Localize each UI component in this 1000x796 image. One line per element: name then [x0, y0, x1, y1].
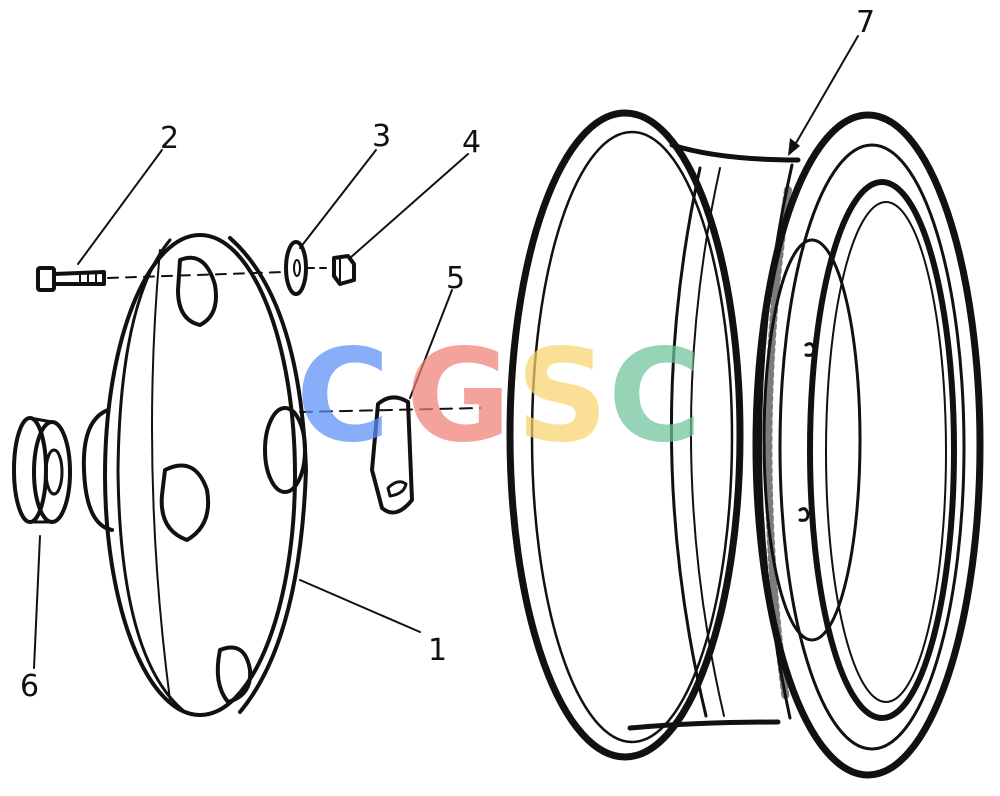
- rim-bore-inner: [825, 201, 947, 703]
- plate-face: [228, 236, 308, 714]
- leader-7: [791, 35, 859, 151]
- plate-rim-outer: [103, 233, 297, 717]
- bolt-axis: [107, 271, 286, 279]
- wheel-centre-plate: [81, 233, 308, 717]
- callout-5: 5: [446, 261, 465, 296]
- rim-well-line-b: [690, 167, 725, 717]
- bushing-front: [32, 420, 72, 524]
- rim-inner-flange: [506, 109, 744, 761]
- callout-2: 2: [160, 121, 179, 156]
- nut: [332, 254, 356, 286]
- bolt-head: [36, 266, 56, 292]
- leader-6: [33, 535, 41, 669]
- clamp-body: [370, 395, 414, 515]
- rim-outer-flange: [752, 111, 984, 779]
- plate-lug-middle: [159, 463, 210, 542]
- watermark-letter-4: C: [608, 322, 702, 471]
- rim-well-line-a: [669, 166, 708, 718]
- leader-5: [409, 289, 453, 399]
- rim-bore: [807, 179, 957, 721]
- leader-3: [299, 149, 377, 249]
- leader-1: [299, 579, 421, 633]
- rim-hatch: [764, 186, 792, 704]
- nut-body: [332, 254, 356, 286]
- rim-inner-flange-edge: [530, 130, 734, 744]
- plate-hub-boss: [81, 408, 114, 532]
- bushing: [12, 416, 72, 524]
- leader-2: [77, 149, 163, 265]
- callout-4: 4: [462, 125, 481, 160]
- callout-7: 7: [856, 5, 875, 40]
- leader-4: [349, 153, 469, 259]
- bolt-thread: [79, 271, 97, 285]
- clamp: [299, 395, 481, 515]
- leader-7-arrowhead: [788, 138, 800, 156]
- bolt: [36, 266, 286, 292]
- callout-1: 1: [428, 633, 447, 668]
- plate-lug-top: [176, 255, 218, 327]
- rim-barrel-top: [669, 142, 801, 163]
- rim-stud-upper: [804, 342, 816, 357]
- plate-centre-hole: [263, 406, 307, 494]
- washer: [284, 240, 331, 296]
- callout-6: 6: [20, 669, 39, 704]
- washer-outer: [284, 240, 308, 296]
- plate-rim-lip: [116, 238, 187, 714]
- rim-centre-disc: [762, 238, 862, 642]
- watermark-letter-3: S: [516, 322, 608, 471]
- plate-lug-bottom: [215, 645, 253, 704]
- bushing-bore: [44, 448, 64, 496]
- rim-barrel-bottom: [627, 719, 781, 731]
- callout-labels: 1 2 3 4 5 6 7: [20, 5, 875, 704]
- watermark-letter-1: C: [296, 322, 390, 471]
- watermark-letter-2: G: [406, 322, 511, 471]
- wheel-rim: [506, 109, 984, 779]
- watermark-logo: C G S C: [296, 322, 702, 471]
- plate-flange-line: [151, 249, 171, 701]
- callout-3: 3: [372, 119, 391, 154]
- clamp-axis: [299, 407, 481, 413]
- rim-outer-flange-inner: [778, 143, 966, 751]
- rim-stud-lower: [798, 507, 810, 522]
- leader-lines: [33, 35, 859, 669]
- washer-hole: [293, 259, 301, 277]
- clamp-slot: [386, 480, 408, 498]
- bushing-top-edge: [28, 416, 54, 424]
